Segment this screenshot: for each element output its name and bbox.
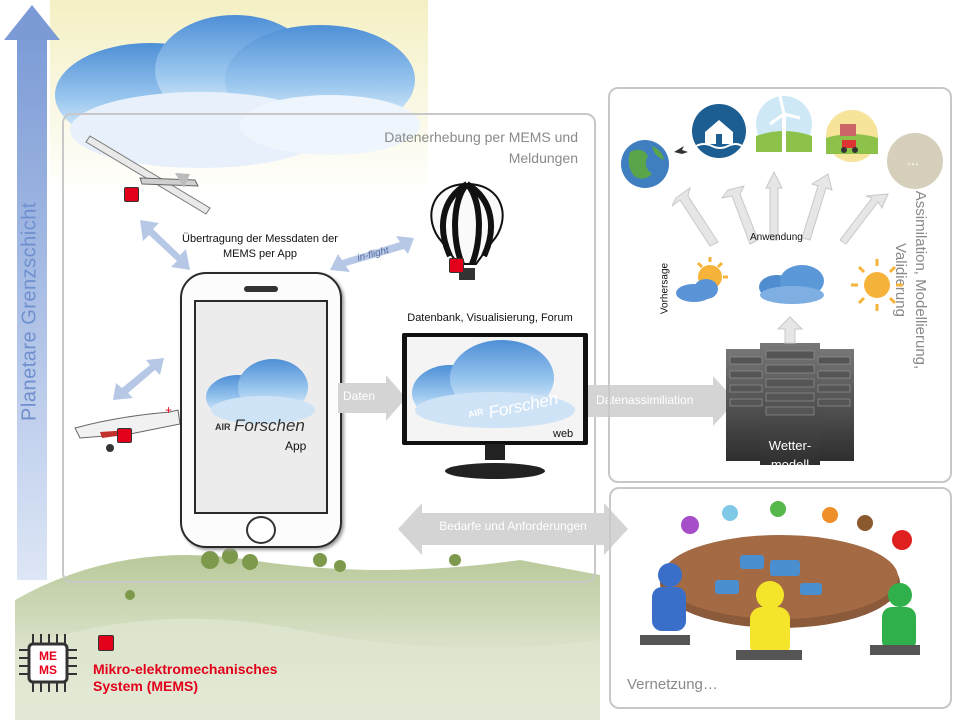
cloud-icon [759, 265, 824, 304]
daten-label: Daten [343, 389, 376, 403]
web-logo: AIR Forschen web [410, 338, 580, 442]
datenassimilation-arrow [588, 376, 736, 426]
sun-cloud-icon [676, 257, 728, 302]
daten-arrow [338, 375, 406, 421]
legend-title-line1: Mikro-elektromechanisches [93, 661, 278, 677]
anwendung-label: Anwendung [750, 232, 803, 243]
globe-icon [621, 140, 688, 188]
data-link-arrow [113, 358, 164, 400]
logo-sub-text: App [285, 439, 307, 453]
team-meeting-illustration [640, 501, 920, 660]
database-label: Datenbank, Visualisierung, Forum [407, 312, 573, 324]
networking-title: Vernetzung… [627, 676, 718, 693]
more-icon-text: ... [907, 152, 919, 168]
chip-text-line1: ME [39, 649, 57, 663]
collection-title: Datenerhebung per MEMS und Meldungen [384, 129, 578, 166]
application-icons [621, 96, 943, 189]
home-button [246, 516, 276, 544]
mems-marker [449, 258, 464, 273]
trees [125, 548, 461, 600]
logo-air-text: AIR [215, 422, 231, 432]
more-icon [887, 133, 943, 189]
cloud-illustration [55, 15, 420, 168]
app-logo: AIR Forschen App [203, 355, 317, 453]
legend-mems-marker [98, 635, 114, 651]
monitor-stand [445, 444, 545, 479]
light-aircraft-icon: + [74, 403, 181, 452]
networking-panel [609, 487, 952, 709]
bedarfe-arrow [398, 503, 628, 555]
svg-text:+: + [165, 403, 172, 417]
transfer-label: Übertragung der Messdaten der MEMS per A… [182, 233, 338, 260]
datenassimilation-label: Datenassimiliation [596, 393, 694, 407]
balloon-icon [430, 181, 504, 280]
wind-turbine-icon [756, 96, 812, 152]
mems-marker [117, 428, 132, 443]
chip-text-line2: MS [39, 663, 57, 677]
forecast-icons [676, 257, 903, 311]
logo-brand-text: Forschen [234, 416, 305, 435]
data-link-arrow [140, 220, 190, 270]
mems-marker [124, 187, 139, 202]
assimilation-panel [608, 87, 952, 483]
boundary-layer-label: Planetare Grenzschicht [18, 202, 41, 421]
application-arrows [671, 170, 889, 247]
glider-icon [85, 135, 211, 215]
speaker [244, 286, 278, 292]
mems-chip-icon: ME MS [17, 632, 79, 694]
sun-icon [851, 259, 903, 311]
flood-house-icon [692, 104, 746, 158]
farm-icon [826, 110, 878, 162]
legend-title: Mikro-elektromechanisches System (MEMS) [93, 661, 277, 695]
wettermodell-label: Wetter-modell [768, 438, 812, 472]
legend-title-line2: System (MEMS) [93, 678, 199, 694]
server-rack-icon [726, 343, 854, 465]
collection-panel [62, 113, 596, 583]
inflight-arrow [330, 236, 414, 272]
vorhersage-label: Vorhersage [659, 262, 671, 315]
boundary-layer-arrow [4, 5, 60, 580]
model-to-forecast-arrow [776, 316, 804, 344]
bedarfe-label: Bedarfe und Anforderungen [439, 519, 587, 533]
logo-sub-text: web [553, 428, 574, 440]
